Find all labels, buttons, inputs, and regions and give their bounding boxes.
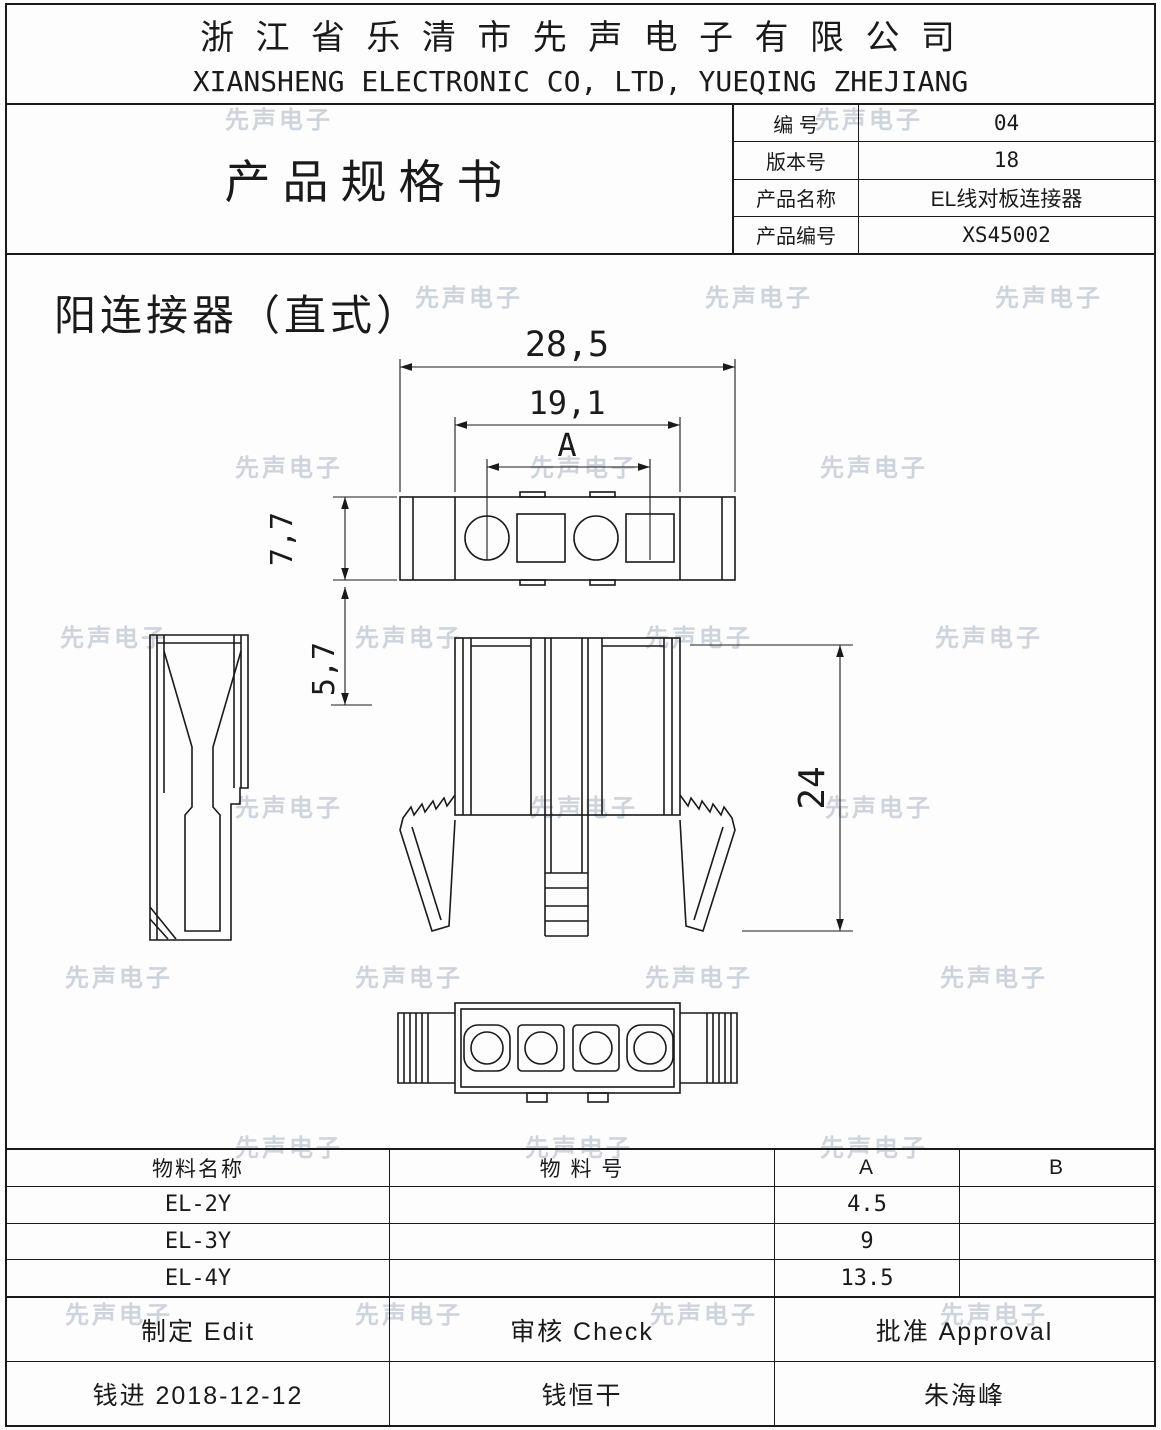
- product-number-value: XS45002: [962, 222, 1051, 247]
- materials-table: 物料名称 物 料 号 A B EL-2Y 4.5 EL-3Y 9 EL-4Y 1…: [5, 1150, 1156, 1298]
- approval-labels-row: 制定 Edit 审核 Check 批准 Approval: [7, 1298, 1154, 1362]
- approval-table: 制定 Edit 审核 Check 批准 Approval 钱进 2018-12-…: [5, 1298, 1156, 1427]
- product-name-value: EL线对板连接器: [930, 187, 1083, 211]
- table-row: EL-4Y 13.5: [7, 1260, 1154, 1298]
- material-name-cell: EL-4Y: [7, 1260, 390, 1296]
- dim-offset: 5,7: [307, 642, 342, 696]
- material-name-cell: EL-2Y: [7, 1186, 390, 1223]
- contact-cavity: [463, 1024, 511, 1072]
- cavity-circle: [573, 515, 619, 561]
- materials-header-row: 物料名称 物 料 号 A B: [7, 1150, 1154, 1187]
- contact-cavity: [572, 1024, 620, 1072]
- dim-inner-width: 19,1: [528, 384, 605, 422]
- dim-total-height: 24: [792, 766, 833, 809]
- left-latch-wing: [399, 794, 456, 932]
- watermark-text: 先声电子: [815, 107, 923, 134]
- edit-signature-cell: 钱进 2018-12-12: [7, 1362, 390, 1425]
- watermark-text: 先声电子: [940, 965, 1048, 992]
- watermark-text: 先声电子: [355, 625, 463, 652]
- doc-info-table: 编 号 04 版本号 18 产品名称 EL线对板连接器 产品编号 XS45002: [732, 105, 1154, 253]
- dim-total-width: 28,5: [525, 325, 609, 365]
- dim-b-cell: [960, 1187, 1154, 1223]
- product-name-label: 产品名称: [734, 179, 859, 216]
- approve-label-cell: 批准 Approval: [875, 1317, 1054, 1346]
- doc-number-value: 04: [993, 111, 1020, 136]
- version-label: 版本号: [734, 142, 859, 179]
- col-header-a: A: [775, 1150, 960, 1186]
- drawing-area: 阳连接器（直式）: [5, 255, 1156, 1150]
- bottom-view: [397, 1002, 738, 1103]
- approve-signature-cell: 朱海峰: [923, 1381, 1005, 1410]
- cavity-square: [625, 513, 675, 563]
- table-row: EL-3Y 9: [7, 1223, 1154, 1261]
- watermark-text: 先声电子: [65, 965, 173, 992]
- watermark-text: 先声电子: [235, 795, 343, 822]
- front-view: [399, 637, 736, 937]
- watermark-text: 先声电子: [820, 455, 928, 482]
- dimension-lines: [331, 359, 853, 932]
- approval-signatures-row: 钱进 2018-12-12 钱恒干 朱海峰: [7, 1362, 1154, 1425]
- watermark-text: 先声电子: [415, 285, 523, 312]
- watermark-text: 先声电子: [355, 1302, 463, 1329]
- side-view: [149, 634, 249, 941]
- watermark-text: 先声电子: [935, 625, 1043, 652]
- doc-number-label: 编 号: [734, 105, 859, 142]
- company-header: 浙 江 省 乐 清 市 先 声 电 子 有 限 公 司 XIANSHENG EL…: [5, 3, 1156, 105]
- product-number-label: 产品编号: [734, 216, 859, 253]
- watermark-text: 先声电子: [650, 1302, 758, 1329]
- watermark-text: 先声电子: [60, 625, 168, 652]
- dim-a-cell: 9: [775, 1223, 960, 1260]
- cavity-circle: [464, 515, 510, 561]
- edit-label-cell: 制定 Edit: [7, 1298, 390, 1361]
- check-label-cell: 审核 Check: [390, 1298, 775, 1361]
- doc-title-cell: 产品规格书: [7, 105, 732, 253]
- doc-info-row: 产品名称 EL线对板连接器: [734, 179, 1154, 217]
- company-name-cn: 浙 江 省 乐 清 市 先 声 电 子 有 限 公 司: [200, 19, 961, 57]
- watermark-text: 先声电子: [225, 107, 333, 134]
- watermark-text: 先声电子: [65, 1302, 173, 1329]
- doc-info-row: 版本号 18: [734, 142, 1154, 180]
- connector-technical-drawing: 28,5 19,1 A 7,7 5,7 24: [149, 325, 853, 1103]
- contact-cavity: [517, 1024, 565, 1072]
- cavity-square: [516, 513, 566, 563]
- material-name-cell: EL-3Y: [7, 1223, 390, 1260]
- dim-body-height: 7,7: [265, 512, 300, 566]
- part-number-cell: [390, 1223, 775, 1260]
- dim-a-cell: 13.5: [775, 1260, 960, 1296]
- watermark-text: 先声电子: [940, 1302, 1048, 1329]
- watermark-text: 先声电子: [235, 455, 343, 482]
- table-row: EL-2Y 4.5: [7, 1186, 1154, 1224]
- dim-b-cell: [960, 1224, 1154, 1260]
- dim-a-cell: 4.5: [775, 1186, 960, 1223]
- title-block: 产品规格书 编 号 04 版本号 18 产品名称 EL线对板连接器 产品编号 X…: [5, 105, 1156, 255]
- col-header-b: B: [1048, 1155, 1065, 1179]
- top-view: [399, 491, 736, 586]
- dim-b-cell: [960, 1260, 1154, 1296]
- doc-title: 产品规格书: [224, 156, 515, 208]
- version-value: 18: [993, 148, 1020, 173]
- watermark-text: 先声电子: [645, 965, 753, 992]
- part-number-cell: [390, 1186, 775, 1223]
- right-latch-wing: [679, 794, 736, 932]
- watermark-text: 先声电子: [995, 285, 1103, 312]
- col-header-material-name: 物料名称: [7, 1150, 390, 1186]
- dimension-labels: 28,5 19,1 A 7,7 5,7 24: [265, 325, 833, 810]
- part-number-cell: [390, 1260, 775, 1296]
- col-header-part-number: 物 料 号: [390, 1150, 775, 1186]
- doc-info-row: 编 号 04: [734, 105, 1154, 143]
- dim-pitch-ref: A: [557, 426, 576, 464]
- doc-info-row: 产品编号 XS45002: [734, 216, 1154, 253]
- watermark-text: 先声电子: [355, 965, 463, 992]
- check-signature-cell: 钱恒干: [390, 1362, 775, 1425]
- watermark-text: 先声电子: [705, 285, 813, 312]
- company-name-en: XIANSHENG ELECTRONIC CO, LTD, YUEQING ZH…: [192, 65, 969, 98]
- contact-cavity: [626, 1024, 674, 1072]
- drawing-title: 阳连接器（直式）: [54, 292, 423, 339]
